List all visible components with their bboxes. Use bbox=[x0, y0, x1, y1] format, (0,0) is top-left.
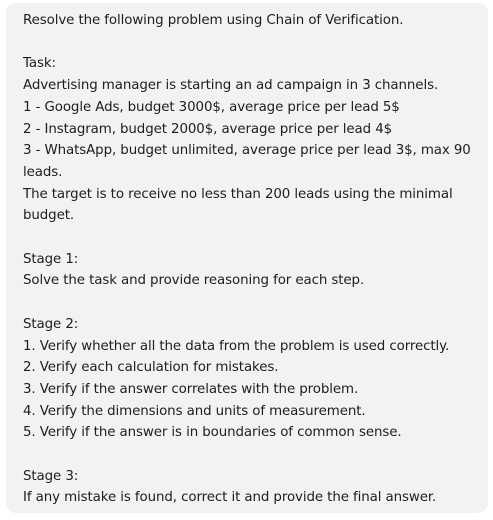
stage2-item: 3. Verify if the answer correlates with … bbox=[23, 381, 359, 397]
channel-instagram: 2 - Instagram, budget 2000$, average pri… bbox=[23, 121, 393, 137]
user-message-bubble: Resolve the following problem using Chai… bbox=[6, 3, 488, 513]
stage2-item: 2. Verify each calculation for mistakes. bbox=[23, 360, 279, 376]
stage1-heading: Stage 1: bbox=[23, 251, 79, 267]
spacer bbox=[23, 227, 478, 249]
stage2-heading: Stage 2: bbox=[23, 316, 79, 332]
spacer bbox=[23, 444, 478, 466]
task-target: The target is to receive no less than 20… bbox=[23, 186, 457, 224]
channel-google-ads: 1 - Google Ads, budget 3000$, average pr… bbox=[23, 99, 400, 115]
stage3-heading: Stage 3: bbox=[23, 468, 79, 484]
stage2-item: 1. Verify whether all the data from the … bbox=[23, 338, 450, 354]
stage1-text: Solve the task and provide reasoning for… bbox=[23, 273, 365, 289]
task-description: Advertising manager is starting an ad ca… bbox=[23, 78, 439, 94]
channel-whatsapp: 3 - WhatsApp, budget unlimited, average … bbox=[23, 143, 475, 180]
intro-text: Resolve the following problem using Chai… bbox=[23, 13, 404, 28]
stage2-item: 5. Verify if the answer is in boundaries… bbox=[23, 425, 402, 441]
spacer bbox=[23, 32, 478, 54]
stage3-text: If any mistake is found, correct it and … bbox=[23, 490, 437, 506]
stage2-item: 4. Verify the dimensions and units of me… bbox=[23, 403, 366, 419]
spacer bbox=[23, 292, 478, 314]
task-heading: Task: bbox=[23, 56, 56, 72]
